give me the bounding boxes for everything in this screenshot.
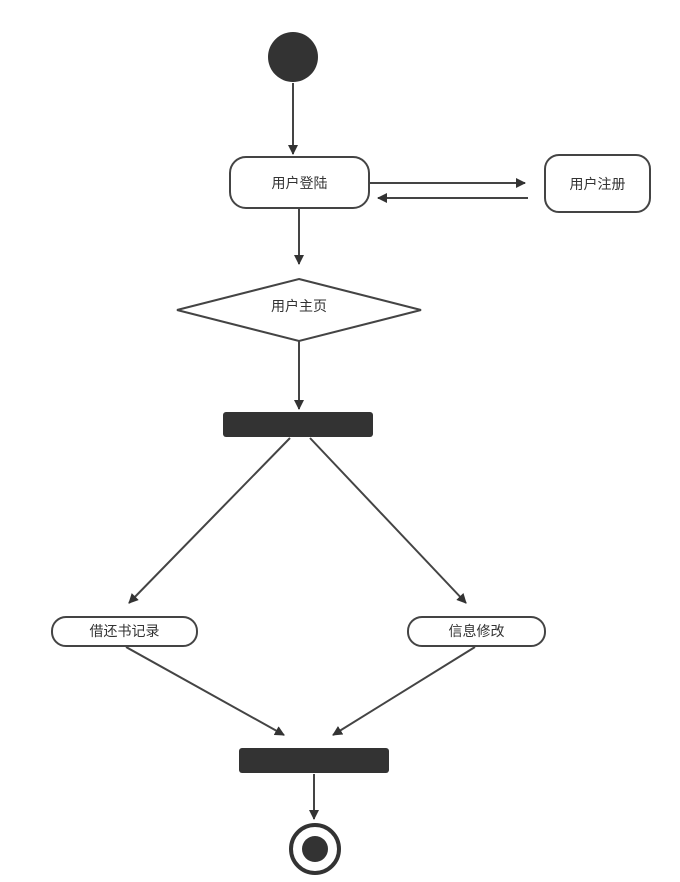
node-login-label: 用户登陆 [272,175,328,192]
node-borrow-records[interactable]: 借还书记录 [51,616,198,647]
fork-bar [223,412,373,437]
flow-fork-to-borrow-records [128,437,291,604]
node-info-edit[interactable]: 信息修改 [407,616,546,647]
flow-info-edit-to-join [332,646,476,736]
node-register-label: 用户注册 [570,176,626,193]
end-node [289,823,341,875]
flow-borrow-records-to-join [125,646,285,736]
start-node [268,32,318,82]
node-login[interactable]: 用户登陆 [229,156,370,209]
node-register[interactable]: 用户注册 [544,154,651,213]
node-home-label: 用户主页 [271,298,327,315]
node-borrow-records-label: 借还书记录 [90,624,160,640]
join-bar [239,748,389,773]
node-home[interactable]: 用户主页 [176,277,422,343]
node-info-edit-label: 信息修改 [449,623,505,640]
flow-fork-to-info-edit [309,437,467,604]
